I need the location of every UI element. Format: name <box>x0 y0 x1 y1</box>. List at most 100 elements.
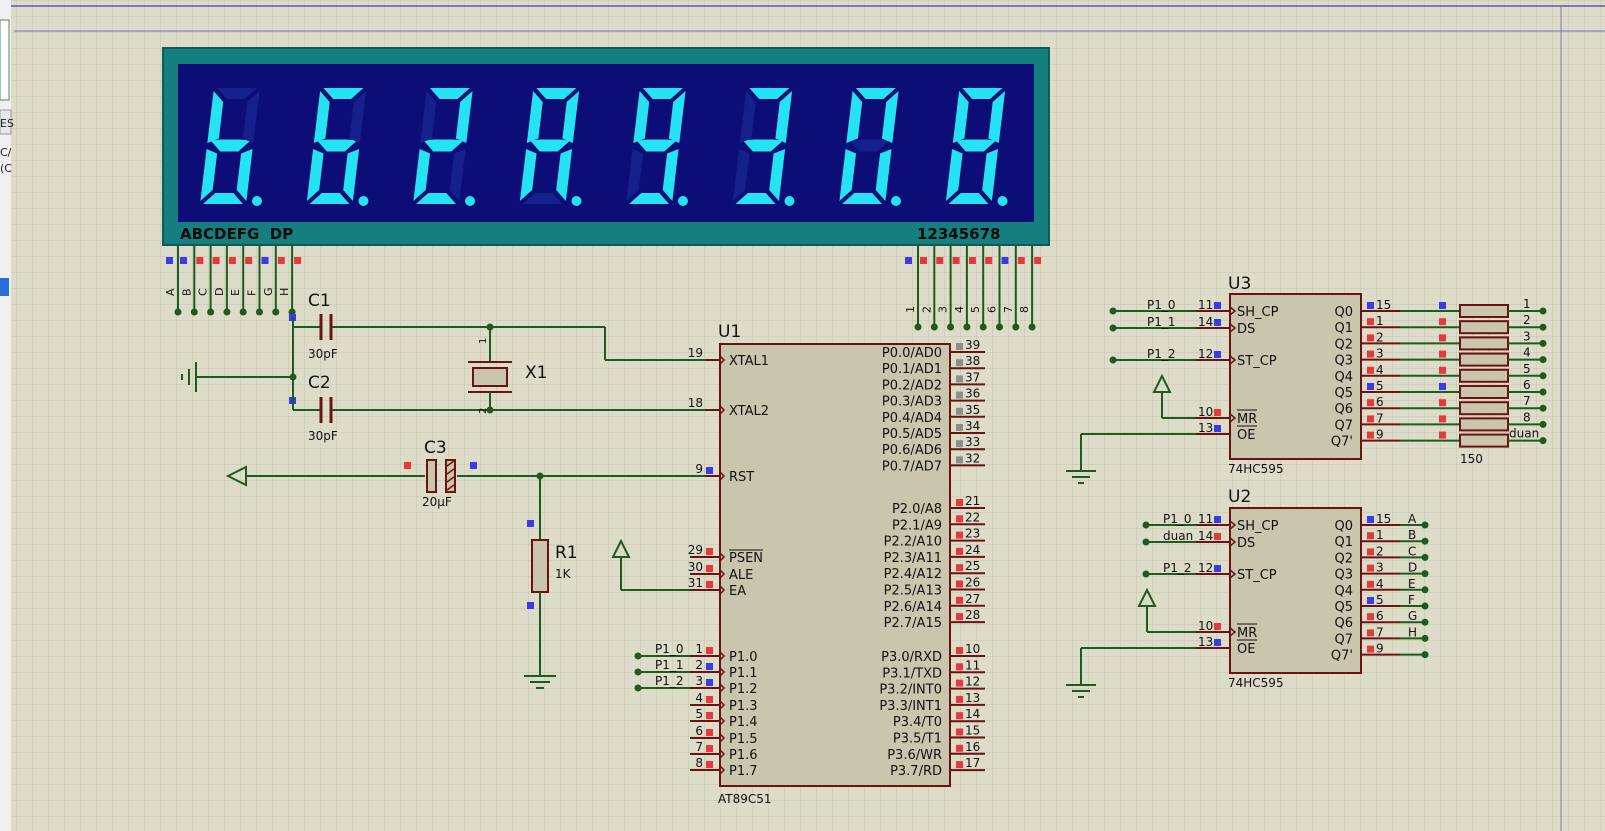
segment-e <box>732 149 750 201</box>
digit-3 <box>413 88 475 206</box>
svg-text:Q7': Q7' <box>1331 649 1353 664</box>
svg-text:19: 19 <box>688 346 703 360</box>
svg-text:P3.4/T0: P3.4/T0 <box>893 715 942 730</box>
segment-f <box>633 91 650 143</box>
svg-text:9: 9 <box>695 462 703 476</box>
segment-a <box>749 88 790 99</box>
segment-b <box>562 91 580 143</box>
segment-c <box>343 149 360 201</box>
u1-right-pins: 39P0.0/AD038P0.1/AD137P0.2/AD236P0.3/AD3… <box>879 338 985 779</box>
svg-text:16: 16 <box>965 740 980 754</box>
svg-text:Q7': Q7' <box>1331 435 1353 450</box>
svg-text:ST_CP: ST_CP <box>1237 568 1277 583</box>
x1-ref: X1 <box>525 363 547 383</box>
svg-text:P1_0: P1_0 <box>1147 298 1176 312</box>
segment-a <box>323 88 364 99</box>
svg-text:DS: DS <box>1237 536 1255 551</box>
segment-f <box>526 91 543 143</box>
segment-e <box>626 149 644 201</box>
svg-text:RST: RST <box>729 470 754 485</box>
svg-text:Q4: Q4 <box>1334 370 1353 385</box>
svg-text:26: 26 <box>965 576 980 590</box>
svg-text:4: 4 <box>695 691 703 705</box>
svg-text:13: 13 <box>1198 421 1213 435</box>
svg-text:30: 30 <box>688 560 703 574</box>
u3-pin-6: 6Q6 <box>1334 395 1400 417</box>
digit-7 <box>839 88 901 206</box>
u1-pin-5: 5P1.4 <box>690 707 758 730</box>
svg-text:DS: DS <box>1237 322 1255 337</box>
svg-text:P1.2: P1.2 <box>729 682 758 697</box>
c3-ref: C3 <box>424 438 447 458</box>
svg-text:P3.5/T1: P3.5/T1 <box>893 732 942 747</box>
rn-output-label: 5 <box>1523 362 1531 376</box>
segment-labels: ABCDEFG DP <box>180 225 293 243</box>
segment-c <box>875 149 892 201</box>
segment-b <box>988 91 1006 143</box>
svg-text:4: 4 <box>1376 577 1384 591</box>
svg-text:Q2: Q2 <box>1334 337 1353 352</box>
svg-text:25: 25 <box>965 559 980 573</box>
segment-g <box>423 139 464 152</box>
svg-text:21: 21 <box>965 494 980 508</box>
svg-text:ALE: ALE <box>729 568 753 583</box>
svg-text:EA: EA <box>729 584 746 599</box>
svg-text:P1.3: P1.3 <box>729 699 758 714</box>
segment-c <box>982 149 999 201</box>
segment-f <box>846 91 863 143</box>
svg-text:7: 7 <box>1376 625 1384 639</box>
svg-text:A: A <box>1408 512 1417 526</box>
u3-pin-5: 5Q5 <box>1334 379 1400 401</box>
segment-pin-label: A <box>164 288 177 296</box>
digit-pin-label: 8 <box>1018 306 1031 313</box>
svg-text:17: 17 <box>965 756 980 770</box>
rn-output-label: 2 <box>1523 313 1531 327</box>
svg-text:P1.7: P1.7 <box>729 764 758 779</box>
svg-text:P1_2: P1_2 <box>655 674 684 688</box>
u1-at89c51[interactable]: U1 AT89C51 19XTAL118XTAL29RST29PSEN30ALE… <box>634 322 986 806</box>
digit-pin-label: 2 <box>920 306 933 313</box>
u3-part: 74HC595 <box>1228 462 1284 476</box>
svg-text:OE: OE <box>1237 428 1255 443</box>
digit-pin-label: 3 <box>937 306 950 313</box>
svg-text:3: 3 <box>1376 347 1384 361</box>
svg-text:12: 12 <box>1198 347 1213 361</box>
segment-g <box>636 139 677 152</box>
svg-text:Q5: Q5 <box>1334 386 1353 401</box>
segment-b <box>349 91 367 143</box>
c3-value: 20µF <box>422 495 452 509</box>
segment-pin-label: G <box>262 287 275 296</box>
segment-e <box>519 149 537 201</box>
digit-labels: 12345678 <box>917 225 1001 243</box>
segment-e <box>945 149 963 201</box>
svg-text:36: 36 <box>965 387 980 401</box>
segment-a <box>855 88 896 99</box>
segment-pin-label: C <box>197 288 210 296</box>
rn-output-label: 1 <box>1523 297 1531 311</box>
digit-2 <box>306 88 369 206</box>
segment-e <box>200 149 218 201</box>
left-fragment-1: ES <box>0 117 14 130</box>
svg-text:PSEN: PSEN <box>729 551 763 566</box>
u1-left-pins: 19XTAL118XTAL29RST29PSEN30ALE31EA1P1.0P1… <box>634 346 769 779</box>
digit-8 <box>945 88 1008 206</box>
u3-pin-9: 9Q7' <box>1331 428 1400 450</box>
u3-body <box>1229 293 1362 460</box>
svg-text:P0.0/AD0: P0.0/AD0 <box>882 346 942 361</box>
svg-text:P0.6/AD6: P0.6/AD6 <box>882 443 942 458</box>
svg-text:27: 27 <box>965 592 980 606</box>
u1-pin-4: 4P1.3 <box>690 691 758 714</box>
